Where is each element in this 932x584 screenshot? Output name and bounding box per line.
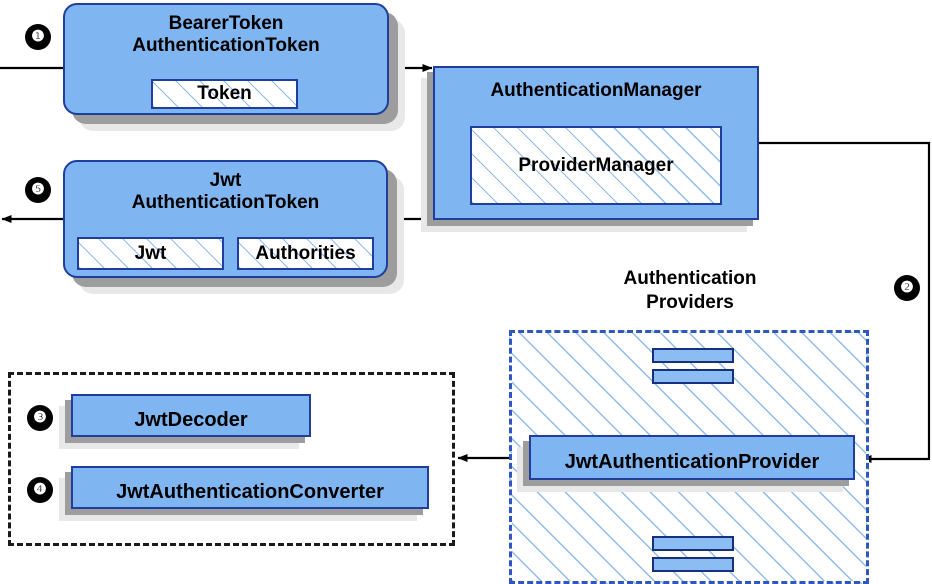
step-marker-5: ❺ xyxy=(25,177,51,203)
jwt-decoder-title: JwtDecoder xyxy=(73,401,309,431)
provider-placeholder-bar-bottom-1 xyxy=(652,536,734,551)
authentication-providers-label-line1: Authentication xyxy=(623,268,757,289)
bearer-token-inner-label: Token xyxy=(197,83,252,104)
node-bearer-token-authentication-token[interactable]: BearerToken AuthenticationToken xyxy=(63,3,389,115)
authentication-providers-label-line2: Providers xyxy=(646,292,734,313)
bearer-token-title: BearerToken AuthenticationToken xyxy=(65,5,387,57)
step-marker-4: ❹ xyxy=(27,477,53,503)
step-marker-3: ❸ xyxy=(27,405,53,431)
jwt-token-inner-authorities-box[interactable]: Authorities xyxy=(237,237,374,270)
jwt-token-inner-authorities-label: Authorities xyxy=(255,242,356,264)
node-jwt-authentication-provider[interactable]: JwtAuthenticationProvider xyxy=(529,435,855,480)
jwt-token-inner-jwt-box[interactable]: Jwt xyxy=(77,237,224,270)
jwt-decoder-label: JwtDecoder xyxy=(134,408,248,431)
provider-manager-label: ProviderManager xyxy=(518,154,674,176)
jwt-support-components-container xyxy=(8,372,455,546)
provider-placeholder-bar-top-2 xyxy=(652,369,734,384)
jwt-authentication-converter-label: JwtAuthenticationConverter xyxy=(116,480,384,503)
provider-placeholder-bar-top-1 xyxy=(652,348,734,363)
step-marker-1: ❶ xyxy=(25,24,51,50)
jwt-authentication-converter-title: JwtAuthenticationConverter xyxy=(73,473,427,503)
jwt-token-title-line2: AuthenticationToken xyxy=(131,192,320,213)
jwt-token-title-line1: Jwt xyxy=(209,170,242,191)
authentication-manager-inner-provider-manager-box[interactable]: ProviderManager xyxy=(470,126,722,205)
step-marker-2: ❷ xyxy=(894,275,920,301)
node-jwt-decoder[interactable]: JwtDecoder xyxy=(71,394,311,437)
bearer-token-title-line2: AuthenticationToken xyxy=(132,35,320,56)
jwt-token-title: Jwt AuthenticationToken xyxy=(65,162,386,214)
authentication-manager-title: AuthenticationManager xyxy=(435,68,757,102)
jwt-token-inner-jwt-label: Jwt xyxy=(134,242,167,264)
jwt-authentication-provider-title: JwtAuthenticationProvider xyxy=(531,442,853,473)
arrow-manager-to-provider xyxy=(759,141,931,463)
bearer-token-title-line1: BearerToken xyxy=(168,13,284,34)
node-jwt-authentication-converter[interactable]: JwtAuthenticationConverter xyxy=(71,466,429,509)
provider-placeholder-bar-bottom-2 xyxy=(652,557,734,572)
jwt-authentication-provider-label: JwtAuthenticationProvider xyxy=(564,451,820,473)
authentication-providers-label: Authentication Providers xyxy=(590,267,790,315)
authentication-manager-title-label: AuthenticationManager xyxy=(490,80,702,101)
bearer-token-inner-token-box[interactable]: Token xyxy=(151,79,298,109)
